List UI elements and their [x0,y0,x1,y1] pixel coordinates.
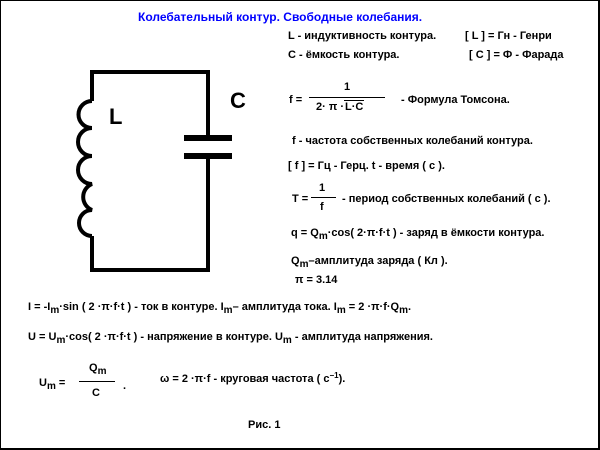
period-numerator: 1 [319,182,326,194]
pi-value: π = 3.14 [295,274,338,286]
thomson-numerator: 1 [344,81,351,93]
thomson-caption: - Формула Томсона. [401,94,510,106]
um-denominator: C [92,387,100,399]
charge-amplitude: Qm–амплитуда заряда ( Кл ). [291,255,448,271]
inductor-coil-icon [76,99,93,238]
lc-circuit-diagram [76,70,232,272]
period-lhs: T = [292,193,309,205]
um-numerator: Qm [89,362,106,378]
subscript: m [97,366,107,377]
period-caption: - период собственных колебаний ( с ). [342,193,551,205]
thomson-denominator: 2· π ·L·C [316,100,365,114]
text: ·cos( 2 ·π·f·t ) - напряжение в контуре.… [65,331,283,343]
capacitance-definition: C - ёмкость контура. [288,49,400,61]
frequency-unit: [ f ] = Гц - Герц. t - время ( с ). [288,160,445,172]
capacitor-plate [184,153,232,159]
text: U [39,377,47,389]
capacitor-plate [184,135,232,141]
superscript: −1 [329,371,339,380]
text: ·cos( 2·π·f·t ) - заряд в ёмкости контур… [327,227,545,239]
text: q = Q [291,227,319,239]
um-dot: . [123,380,127,392]
inductor-label: L [109,104,123,129]
page-title: Колебательный контур. Свободные колебани… [138,10,423,24]
frequency-definition: f - частота собственных колебаний контур… [292,135,533,147]
text: U = U [28,331,57,343]
fraction-line [309,97,385,98]
capacitance-unit: [ C ] = Ф - Фарада [469,49,564,61]
current-formula: I = -Im·sin ( 2 ·π·f·t ) - ток в контуре… [28,301,411,317]
subscript: m [318,231,328,242]
subscript: m [399,305,408,316]
inductance-unit: [ L ] = Гн - Генри [465,30,552,42]
text: = 2 ·π·f·Q [345,301,400,313]
voltage-formula: U = Um·cos( 2 ·π·f·t ) - напряжение в ко… [28,331,433,347]
denominator-prefix: 2· π · [316,101,344,113]
capacitor-label: C [230,88,246,113]
text: = [58,377,66,389]
inductance-definition: L - индуктивность контура. [288,30,437,42]
subscript: m [336,305,346,316]
subscript: m [56,335,66,346]
text: Q [291,255,300,267]
period-denominator: f [320,201,324,213]
um-lhs: Um = [39,377,65,393]
subscript: m [282,335,292,346]
subscript: m [223,305,233,316]
subscript: m [299,259,309,270]
circuit-wire [90,70,210,135]
text: ω = 2 ·π·f - круговая частота ( с [160,373,330,385]
text: I = -I [28,301,51,313]
fraction-line [311,197,336,198]
text: - амплитуда напряжения. [291,331,433,343]
text: ). [338,373,346,385]
text: – амплитуда тока. I [232,301,337,313]
omega-formula: ω = 2 ·π·f - круговая частота ( с−1). [160,369,345,386]
figure-caption: Рис. 1 [248,419,281,431]
fraction-line [79,381,115,382]
text: ·sin ( 2 ·π·f·t ) - ток в контуре. I [59,301,224,313]
thomson-lhs: f = [289,94,303,106]
text: Q [89,362,98,374]
circuit-wire [90,158,210,272]
text: . [407,301,412,313]
charge-formula: q = Qm·cos( 2·π·f·t ) - заряд в ёмкости … [291,227,544,243]
subscript: m [50,305,60,316]
subscript: m [46,381,56,392]
text: –амплитуда заряда ( Кл ). [308,255,448,267]
sqrt-lc: L·C [343,100,365,113]
